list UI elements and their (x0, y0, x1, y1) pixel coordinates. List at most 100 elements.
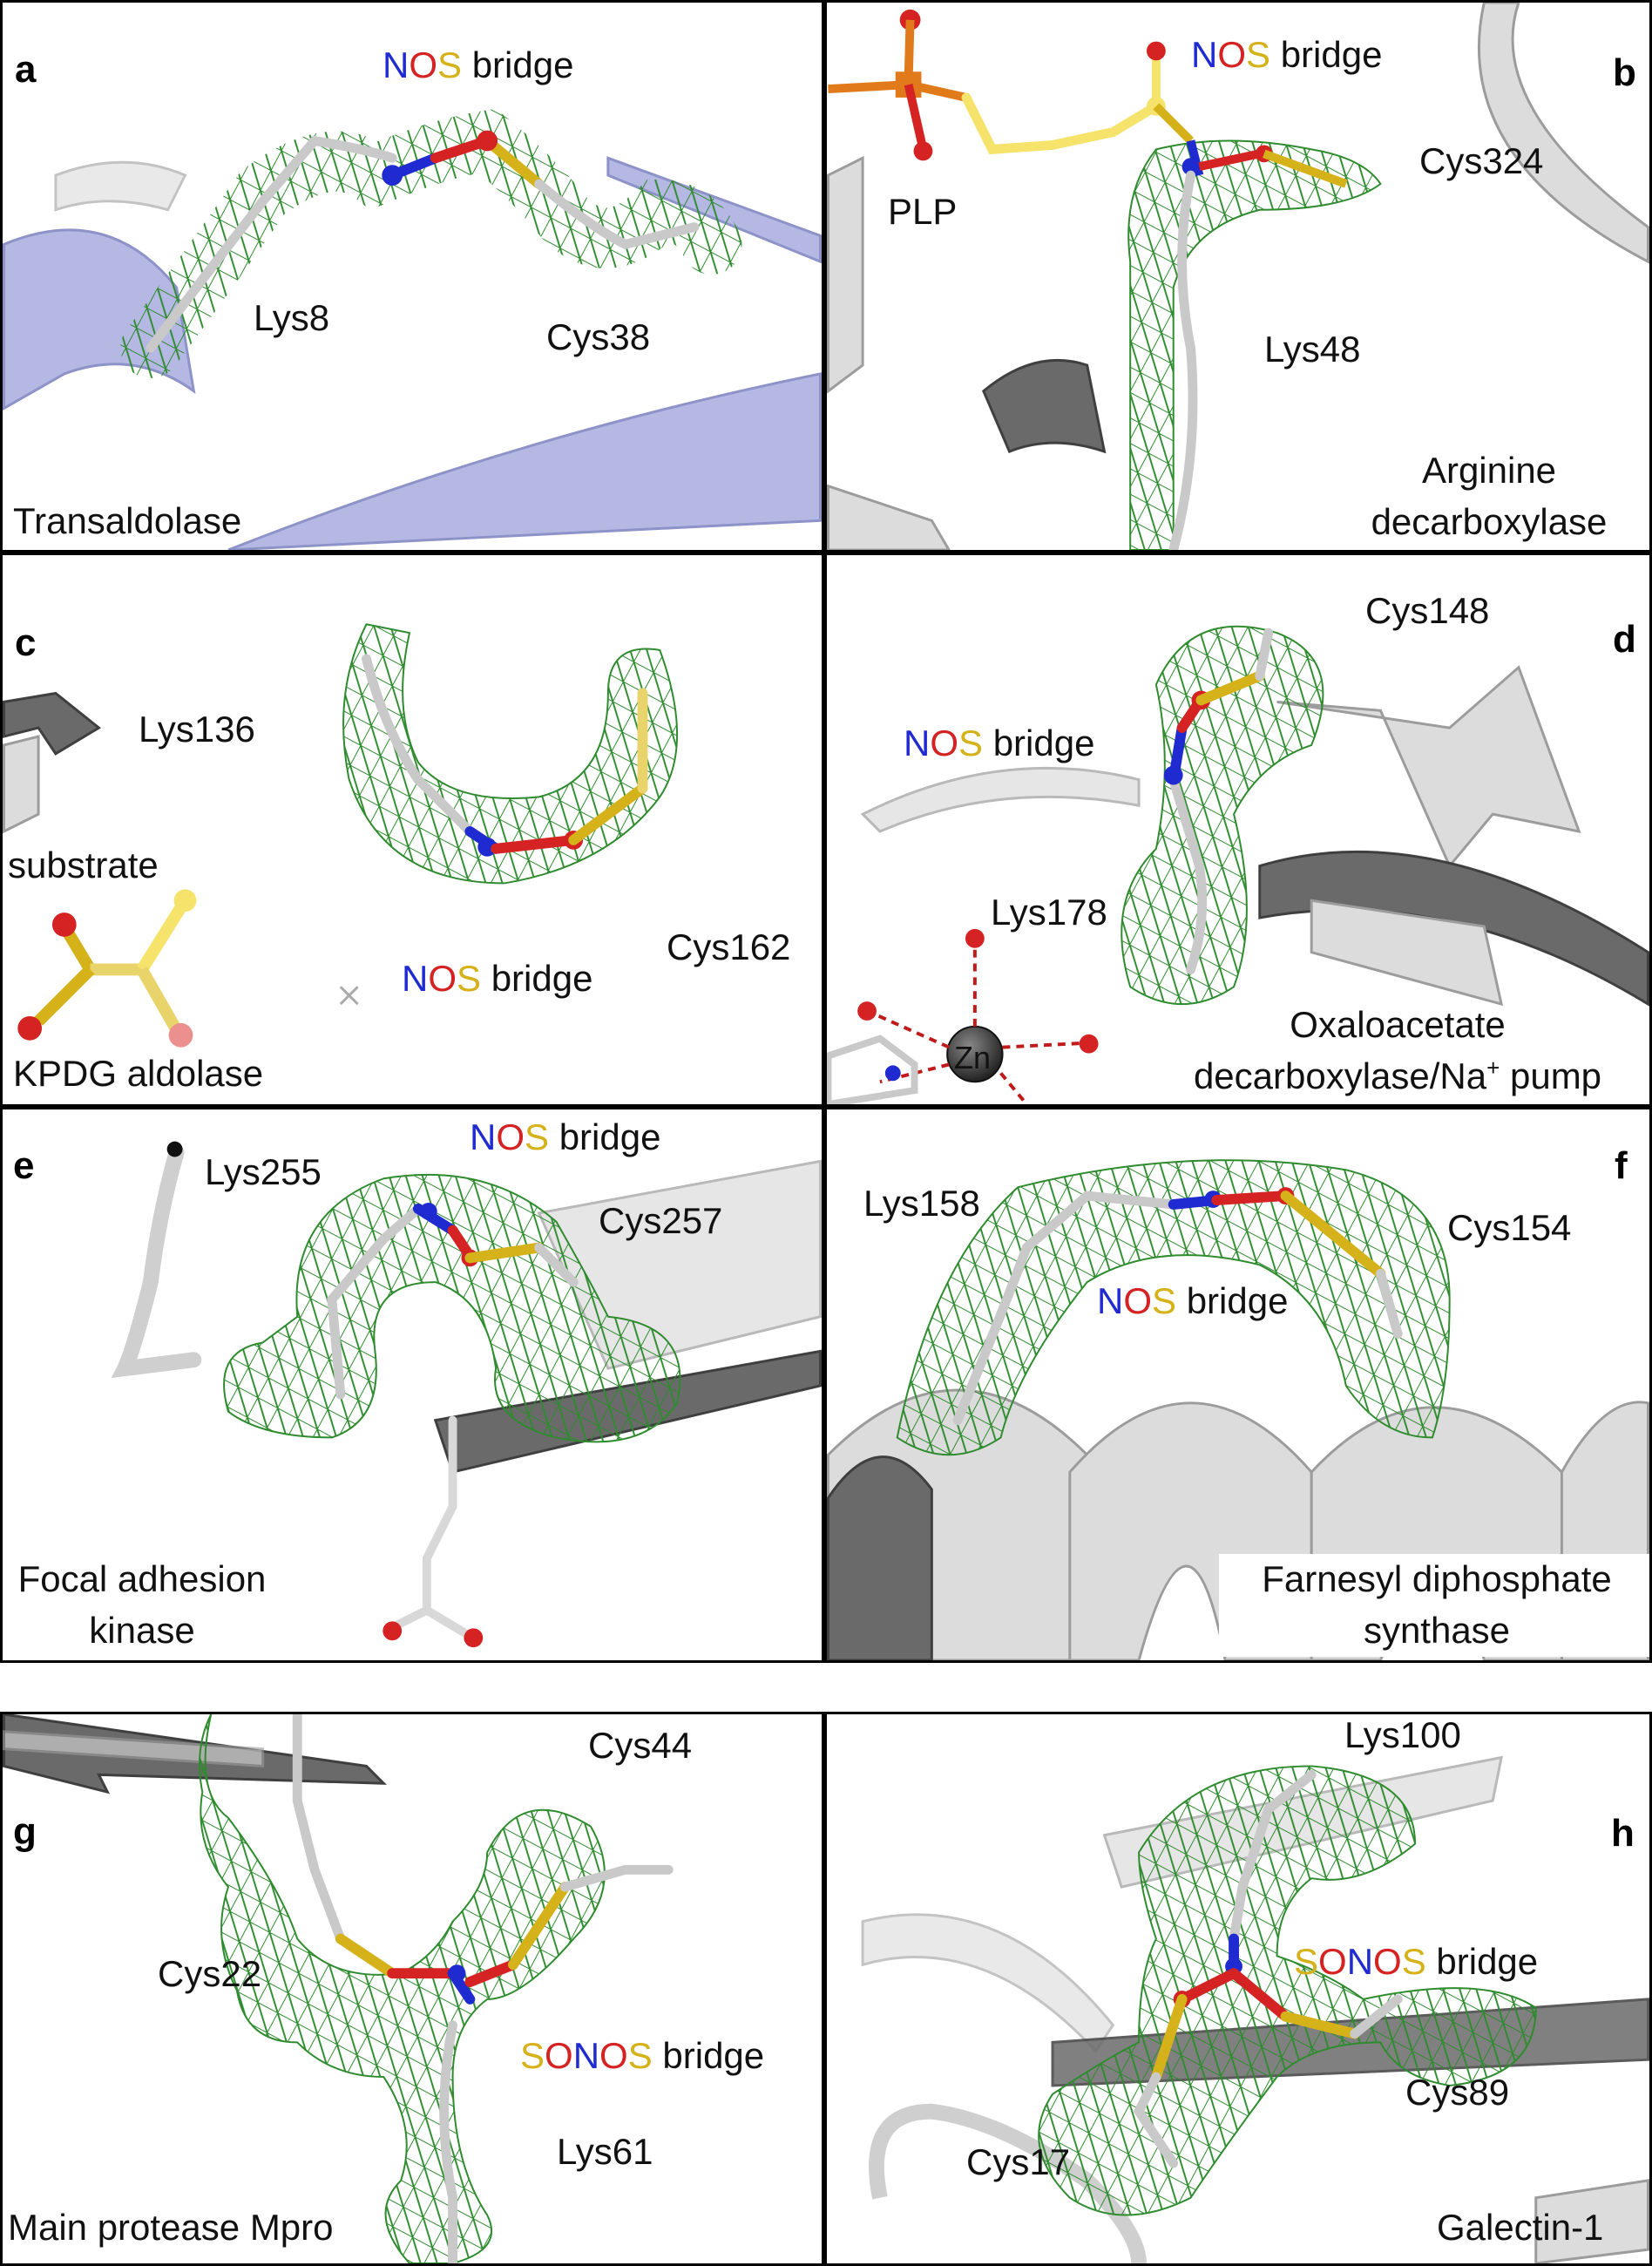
panel-g-caption: Main protease Mpro (8, 2207, 334, 2248)
panel-c-bridge-label: NOS bridge (402, 958, 592, 1000)
bridge-word: bridge (491, 958, 593, 999)
bridge-atom-s: S (1246, 34, 1271, 75)
bridge-atom-o: O (545, 2035, 573, 2076)
bridge-word: bridge (471, 44, 574, 85)
panel-h-structure (861, 1755, 1649, 2263)
panel-a-letter: a (15, 48, 37, 91)
panel-e-bridge-label: NOS bridge (470, 1116, 660, 1158)
panel-h-bridge-label: SONOS bridge (1294, 1941, 1538, 1983)
panel-e-caption: Focal adhesion kinase (3, 1554, 281, 1657)
bridge-atom-s: S (958, 723, 984, 763)
panel-g: Cys44 g Cys22 SONOS bridge Lys61 Main pr… (0, 1712, 824, 2266)
bridge-word: bridge (1436, 1941, 1539, 1982)
bridge-atom-o: O (599, 2035, 628, 2076)
residue-label-lys61: Lys61 (557, 2131, 653, 2172)
caption-text: decarboxylase/Na (1193, 1055, 1487, 1096)
residue-label-cys148: Cys148 (1365, 590, 1490, 631)
panel-d-structure (827, 625, 1649, 1104)
panel-e-caption-line-2: kinase (89, 1609, 195, 1651)
panel-e: e Lys255 NOS bridge Cys257 Focal adhesio… (0, 1107, 824, 1663)
panel-d-caption-line-1: Oxaloacetate (1290, 1004, 1506, 1045)
panel-c-caption: KPDG aldolase (13, 1053, 264, 1094)
panel-d: Cys148 d NOS bridge Lys178 Zn Oxaloaceta… (824, 553, 1652, 1107)
bridge-atom-o: O (930, 723, 959, 763)
bridge-atom-s: S (627, 2035, 653, 2076)
panel-f-caption-line-1: Farnesyl diphosphate (1262, 1558, 1612, 1599)
residue-label-lys178: Lys178 (991, 892, 1107, 933)
panel-h-caption: Galectin-1 (1437, 2207, 1604, 2248)
panel-g-structure (3, 1714, 674, 2263)
bridge-atom-o: O (409, 44, 438, 85)
panel-f-caption-line-2: synthase (1363, 1609, 1511, 1651)
bridge-atom-n: N (904, 723, 931, 763)
panel-b-bridge-label: NOS bridge (1191, 34, 1382, 76)
panel-f-caption: Farnesyl diphosphate synthase (1219, 1554, 1649, 1657)
bridge-word: bridge (662, 2035, 765, 2076)
residue-label-lys8: Lys8 (254, 297, 330, 338)
panel-a-structure (3, 108, 822, 550)
bridge-atom-n: N (1097, 1280, 1124, 1321)
residue-label-cys257: Cys257 (599, 1200, 723, 1241)
caption-superscript: + (1486, 1054, 1500, 1081)
bridge-word: bridge (559, 1116, 661, 1157)
panel-g-letter: g (13, 1810, 37, 1853)
bridge-atom-n: N (1346, 1941, 1374, 1982)
bridge-word: bridge (1186, 1280, 1289, 1321)
panel-a-bridge-label: NOS bridge (383, 44, 573, 86)
panel-f-structure (827, 1159, 1649, 1660)
panel-e-structure (111, 1141, 822, 1648)
residue-label-cys22: Cys22 (158, 1953, 262, 1994)
panel-a-caption: Transaldolase (13, 500, 242, 541)
caption-text-end: pump (1500, 1055, 1602, 1096)
panel-b: NOS bridge b PLP Cys324 Lys48 Arginine d… (824, 0, 1652, 553)
residue-label-cys17: Cys17 (966, 2141, 1071, 2182)
panel-b-structure (827, 3, 1649, 550)
residue-label-cys89: Cys89 (1405, 2072, 1510, 2113)
panel-c-structure (3, 623, 679, 1048)
bridge-atom-o: O (496, 1116, 525, 1157)
residue-label-lys255: Lys255 (205, 1151, 322, 1192)
substrate-label: substrate (8, 845, 159, 885)
panel-h-letter: h (1611, 1812, 1635, 1855)
residue-label-lys136: Lys136 (139, 709, 255, 750)
panel-d-letter: d (1613, 618, 1636, 661)
panel-h: Lys100 h SONOS bridge Cys89 Cys17 Galect… (824, 1712, 1652, 2266)
bridge-atom-n: N (572, 2035, 600, 2076)
panel-f: f Lys158 Cys154 NOS bridge Farnesyl diph… (824, 1107, 1652, 1663)
bridge-atom-s: S (457, 958, 482, 999)
panel-g-bridge-label: SONOS bridge (520, 2035, 764, 2077)
bridge-word: bridge (992, 723, 1095, 763)
bridge-atom-n: N (383, 44, 410, 85)
bridge-atom-s: S (1294, 1941, 1319, 1982)
panel-b-caption: Arginine decarboxylase (1350, 445, 1628, 548)
bridge-atom-n: N (402, 958, 429, 999)
residue-label-cys154: Cys154 (1447, 1207, 1572, 1248)
residue-label-cys162: Cys162 (667, 926, 791, 967)
bridge-atom-s: S (525, 1116, 550, 1157)
panel-b-letter: b (1613, 51, 1636, 94)
panel-d-caption: Oxaloacetate decarboxylase/Na+ pump (1144, 1000, 1649, 1102)
residue-label-cys324: Cys324 (1419, 140, 1544, 181)
bridge-atom-o: O (1123, 1280, 1153, 1321)
bridge-atom-s: S (520, 2035, 545, 2076)
bridge-atom-n: N (470, 1116, 497, 1157)
panel-f-bridge-label: NOS bridge (1097, 1280, 1288, 1322)
residue-label-lys100: Lys100 (1344, 1714, 1461, 1755)
bridge-atom-s: S (1152, 1280, 1177, 1321)
bridge-word: bridge (1280, 34, 1383, 75)
bridge-atom-o: O (1217, 34, 1247, 75)
panel-a: NOS bridge a Lys8 Cys38 Transaldolase (0, 0, 824, 553)
panel-e-letter: e (13, 1144, 35, 1187)
bridge-atom-s: S (437, 44, 463, 85)
panel-d-bridge-label: NOS bridge (904, 723, 1094, 764)
panel-f-letter: f (1615, 1144, 1628, 1187)
residue-label-plp: PLP (888, 191, 958, 232)
residue-label-lys48: Lys48 (1264, 329, 1361, 370)
bridge-atom-n: N (1191, 34, 1218, 75)
bridge-atom-o: O (1318, 1941, 1347, 1982)
panel-b-caption-line-2: decarboxylase (1371, 500, 1608, 542)
panel-e-caption-line-1: Focal adhesion (17, 1558, 267, 1599)
bridge-atom-s: S (1401, 1941, 1426, 1982)
panel-b-caption-line-1: Arginine (1421, 450, 1557, 491)
panel-c: c Lys136 substrate Cys162 NOS bridge KPD… (0, 553, 824, 1107)
